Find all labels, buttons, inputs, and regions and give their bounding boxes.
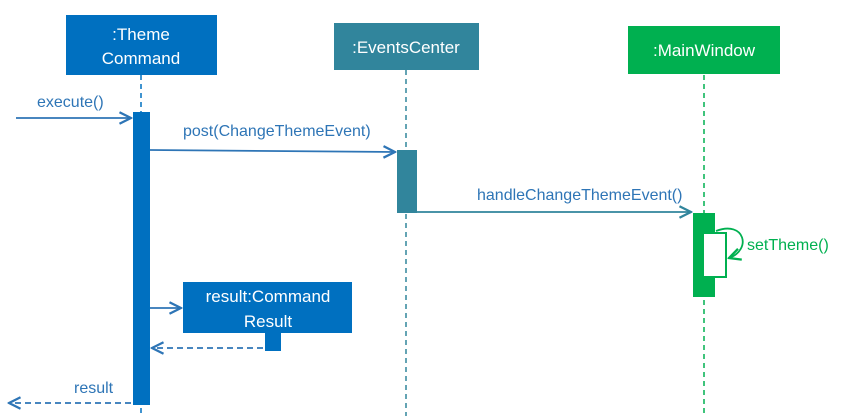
handle-label: handleChangeThemeEvent()	[477, 187, 682, 204]
set-theme-arrow	[715, 227, 744, 258]
activation-theme-command	[133, 112, 150, 405]
set-theme-label: setTheme()	[747, 237, 829, 254]
participant-events-center: :EventsCenter	[334, 23, 479, 70]
participant-main-window: :MainWindow	[628, 26, 780, 74]
participant-theme-command: :Theme Command	[66, 15, 217, 75]
main-window-label: :MainWindow	[653, 41, 756, 60]
events-center-label: :EventsCenter	[352, 38, 460, 57]
command-result-line2: Result	[244, 312, 292, 331]
activation-events-center	[397, 150, 417, 213]
post-label: post(ChangeThemeEvent)	[183, 123, 371, 140]
activation-main-window-nested	[702, 232, 727, 278]
post-arrow	[149, 150, 395, 152]
execute-label: execute()	[37, 94, 104, 111]
participant-command-result: result:Command Result	[183, 282, 352, 351]
command-result-line1: result:Command	[206, 287, 331, 306]
theme-command-line2: Command	[102, 49, 180, 68]
theme-command-line1: :Theme	[112, 25, 170, 44]
result-label: result	[74, 380, 114, 397]
